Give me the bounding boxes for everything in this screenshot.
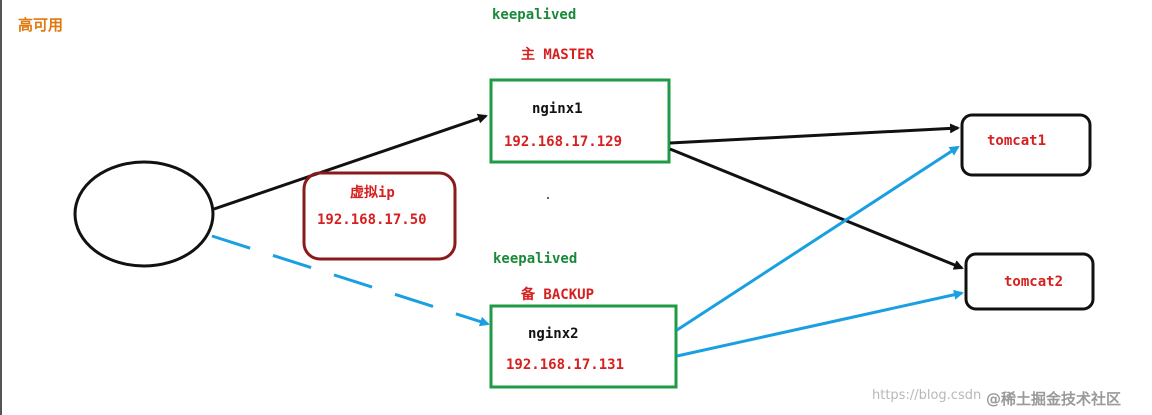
tomcat1-name: tomcat1 <box>987 133 1047 149</box>
client-node <box>73 160 215 268</box>
master-keepalived-label: keepalived <box>492 7 577 23</box>
tomcat2-box <box>964 252 1095 311</box>
nginx2-ip: 192.168.17.131 <box>506 357 625 373</box>
backup-keepalived-label: keepalived <box>493 251 578 267</box>
nginx2-name: nginx2 <box>528 326 579 342</box>
tomcat2-name: tomcat2 <box>1004 274 1064 290</box>
nginx1-to-tomcat2-arrow <box>669 147 964 270</box>
nginx1-to-tomcat1-arrow <box>669 123 960 145</box>
master-role-label: 主 MASTER <box>521 47 595 63</box>
watermark-url: https://blog.csdn <box>872 388 982 403</box>
virtual-ip-address: 192.168.17.50 <box>317 212 427 228</box>
watermark-site: @稀土掘金技术社区 <box>986 390 1122 408</box>
nginx1-box <box>489 78 671 164</box>
client-to-nginx1-arrow <box>213 113 488 211</box>
tomcat1-box <box>960 113 1092 177</box>
virtual-ip-box <box>302 171 457 261</box>
nginx1-name: nginx1 <box>532 101 583 117</box>
left-border <box>0 0 2 415</box>
virtual-ip-label: 虚拟ip <box>350 185 395 201</box>
backup-role-label: 备 BACKUP <box>521 287 595 303</box>
nginx2-to-tomcat1-arrow <box>676 145 960 332</box>
client-to-nginx2-dashed-arrow <box>211 234 490 327</box>
page-title: 高可用 <box>18 16 64 34</box>
stray-dot <box>547 197 549 199</box>
nginx1-ip: 192.168.17.129 <box>504 134 623 150</box>
nginx2-box <box>489 304 678 389</box>
nginx2-to-tomcat2-arrow <box>676 289 964 358</box>
